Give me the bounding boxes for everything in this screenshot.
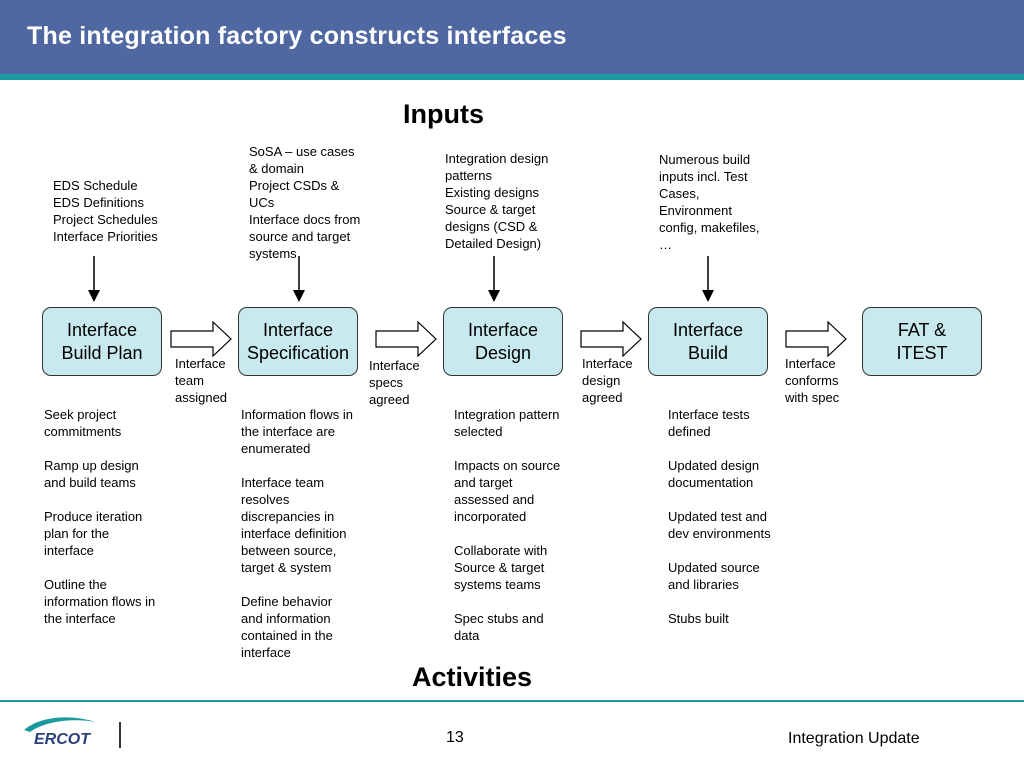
footer-label: Integration Update [788,730,920,747]
slide-title: The integration factory constructs inter… [27,22,567,50]
input-design: Integration design patterns Existing des… [445,151,549,251]
right-block-arrow [580,320,642,358]
stage-box-fat-itest: FAT & ITEST [862,307,982,376]
transition-label-1: Interface team assigned [175,356,228,405]
svg-text:ERCOT: ERCOT [34,731,91,748]
transition-label-2: Interface specs agreed [369,358,420,407]
activities-build-plan: Seek project commitments Ramp up design … [44,407,156,626]
activities-heading: Activities [412,662,533,692]
stage-box-design: Interface Design [443,307,563,376]
input-build: Numerous build inputs incl. Test Cases, … [659,152,760,252]
stage-box-build-plan: Interface Build Plan [42,307,162,376]
header-bar [0,0,1024,74]
input-specification: SoSA – use cases & domain Project CSDs &… [249,144,361,261]
inputs-heading: Inputs [403,99,484,129]
stage-box-build: Interface Build [648,307,768,376]
activities-specification: Information flows in the interface are e… [241,407,353,660]
footer-separator [119,722,121,748]
right-block-arrow [785,320,847,358]
right-block-arrow [170,320,232,358]
ercot-logo: ERCOT [20,712,100,752]
page-number: 13 [446,729,464,746]
activities-build: Interface tests defined Updated design d… [668,407,771,626]
activities-design: Integration pattern selected Impacts on … [454,407,561,643]
stage-box-specification: Interface Specification [238,307,358,376]
header-stripe [0,74,1024,80]
input-build-plan: EDS Schedule EDS Definitions Project Sch… [53,178,158,244]
right-block-arrow [375,320,437,358]
transition-label-3: Interface design agreed [582,356,633,405]
footer-divider [0,700,1024,702]
transition-label-4: Interface conforms with spec [785,356,840,405]
